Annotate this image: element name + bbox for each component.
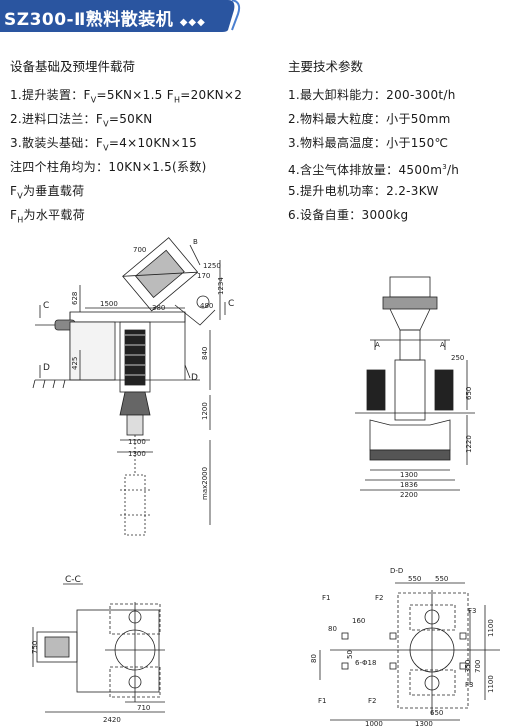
marker-c-right: C — [228, 299, 234, 309]
dim-480: 480 — [200, 302, 213, 310]
load-spec-heading: 设备基础及预埋件载荷 — [10, 59, 136, 74]
spec-item-1: 1.最大卸料能力：200-300t/h — [288, 88, 456, 102]
dim-650: 650 — [465, 387, 473, 400]
load-legend-vertical: FV为垂直载荷 — [10, 184, 85, 201]
diamond-icons: ◆◆◆ — [179, 17, 206, 28]
dim-628: 628 — [71, 292, 79, 305]
load-note: 注四个柱角均为：10KN×1.5(系数) — [10, 160, 207, 174]
dim-1220: 1220 — [465, 435, 473, 453]
load-item-2: 2.进料口法兰：FV=50KN — [10, 112, 153, 129]
front-elevation-drawing: 700 B 1250 170 480 1234 628 1500 380 425… — [32, 237, 234, 536]
dim-170: 170 — [197, 272, 210, 280]
dim-1100-bottom: 1100 — [487, 675, 495, 693]
spec-item-3: 3.物料最高温度：小于150℃ — [288, 136, 449, 150]
side-elevation-drawing: A A 250 650 1220 1300 1836 2200 — [355, 276, 475, 499]
dim-380: 380 — [152, 304, 165, 312]
marker-f2-top: F2 — [375, 594, 383, 602]
dim-750: 750 — [31, 641, 39, 654]
marker-f2-bottom: F2 — [368, 697, 376, 705]
spec-item-2: 2.物料最大粒度：小于50mm — [288, 112, 451, 126]
marker-d-right: D — [191, 373, 198, 383]
title-banner: SZ300-Ⅱ熟料散装机 ◆◆◆ — [0, 0, 243, 32]
dim-max2000: max2000 — [201, 467, 209, 500]
dim-700: 700 — [474, 660, 482, 673]
dim-710: 710 — [137, 704, 150, 712]
load-item-3: 3.散装头基础：FV=4×10KN×15 — [10, 136, 198, 153]
tech-spec-heading: 主要技术参数 — [288, 59, 364, 74]
dim-1000: 1000 — [365, 720, 383, 728]
section-dd-drawing: D-D 550 550 160 80 80 50 6-Φ18 1100 350 … — [310, 567, 500, 728]
dim-550-left: 550 — [408, 575, 421, 583]
marker-d-left: D — [43, 363, 50, 373]
dim-6-holes: 6-Φ18 — [355, 659, 376, 667]
marker-f3-bottom: F3 — [465, 681, 473, 689]
dim-2420: 2420 — [103, 716, 121, 724]
dim-1100: 1100 — [128, 438, 146, 446]
marker-a-right: A — [440, 341, 445, 349]
load-item-1: 1.提升装置：FV=5KN×1.5 FH=20KN×2 — [10, 88, 243, 105]
dim-80-side: 80 — [310, 654, 318, 663]
dim-650: 650 — [430, 709, 443, 717]
dim-425: 425 — [71, 357, 79, 370]
dim-840: 840 — [201, 347, 209, 360]
tech-spec-section: 主要技术参数 1.最大卸料能力：200-300t/h 2.物料最大粒度：小于50… — [288, 56, 459, 227]
dim-350: 350 — [464, 660, 472, 673]
dim-1836: 1836 — [400, 481, 418, 489]
marker-c-left: C — [43, 301, 49, 311]
dim-1300: 1300 — [415, 720, 433, 728]
section-cc-title: C-C — [65, 575, 81, 585]
banner-shape — [0, 0, 241, 32]
dim-50: 50 — [346, 650, 354, 659]
dim-80-top: 80 — [328, 625, 337, 633]
dim-160: 160 — [352, 617, 365, 625]
load-legend-horizontal: FH为水平载荷 — [10, 208, 86, 225]
dim-700: 700 — [133, 246, 146, 254]
dim-2200: 2200 — [400, 491, 418, 499]
spec-item-6: 6.设备自重：3000kg — [288, 208, 409, 222]
dim-1100-top: 1100 — [487, 619, 495, 637]
dim-1300: 1300 — [400, 471, 418, 479]
marker-f1-bottom: F1 — [318, 697, 326, 705]
section-cc-drawing: C-C 750 710 2420 — [31, 575, 165, 724]
marker-a-left: A — [375, 341, 380, 349]
banner-title: SZ300-Ⅱ熟料散装机 ◆◆◆ — [4, 10, 206, 30]
dim-1300: 1300 — [128, 450, 146, 458]
spec-item-5: 5.提升电机功率：2.2-3KW — [288, 184, 439, 198]
marker-f1-top: F1 — [322, 594, 330, 602]
marker-b: B — [193, 238, 198, 246]
dim-1500: 1500 — [100, 300, 118, 308]
dim-1234: 1234 — [217, 277, 225, 295]
dim-1250: 1250 — [203, 262, 221, 270]
load-spec-section: 设备基础及预埋件载荷 1.提升装置：FV=5KN×1.5 FH=20KN×2 2… — [10, 56, 242, 227]
marker-f3-top: F3 — [468, 607, 476, 615]
dim-250: 250 — [451, 354, 464, 362]
spec-item-4: 4.含尘气体排放量：4500m3/h — [288, 163, 460, 177]
section-dd-title: D-D — [390, 567, 403, 575]
dim-550-right: 550 — [435, 575, 448, 583]
dim-1200: 1200 — [201, 402, 209, 420]
